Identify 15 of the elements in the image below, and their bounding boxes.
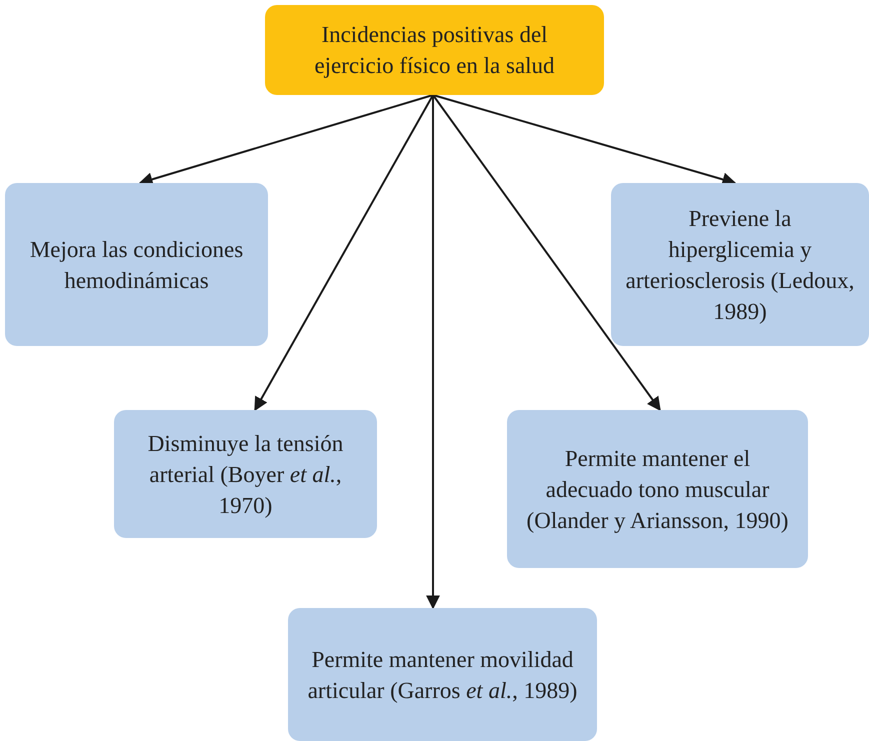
process-box xyxy=(5,183,268,346)
process-box xyxy=(507,410,808,568)
root-box xyxy=(265,5,604,95)
process-box xyxy=(611,183,869,346)
arrow xyxy=(432,94,661,412)
node-text: Permite mantener el adecuado tono muscular (Olander y Ariansson, 1990) xyxy=(526,444,790,535)
process-box xyxy=(114,410,377,538)
node-text: Previene la hiperglicemia y arteriosclerosis (Ledoux, 1989) xyxy=(624,204,856,326)
arrow xyxy=(254,94,434,412)
node-text: Disminuye la tensión arterial (Boyer et al., 1970) xyxy=(146,430,344,520)
node-text: Mejora las condiciones hemodinámicas xyxy=(29,236,244,294)
arrow xyxy=(426,95,440,610)
node-text: Permite mantener movilidad articular (Garros et al., 1989) xyxy=(306,646,578,705)
node-text: Incidencias positivas del ejercicio físico en la salud xyxy=(313,21,556,80)
process-box xyxy=(288,608,597,741)
